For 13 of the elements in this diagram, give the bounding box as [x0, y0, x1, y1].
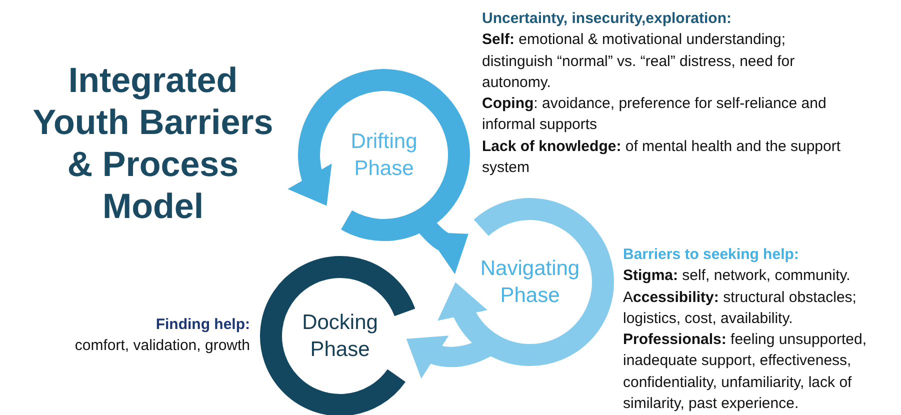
description-text: Lack of knowledge: of mental health and the support system	[482, 136, 842, 178]
section-heading: Barriers to seeking help:	[623, 245, 800, 265]
section-heading: Uncertainty, insecurity,exploration:	[482, 9, 732, 29]
section-heading: Finding help:	[154, 315, 250, 335]
description-text: Stigma: self, network, community.	[623, 266, 852, 286]
title: Integrated Youth Barriers & Process Model	[32, 60, 274, 228]
phase-label: Navigating Phase	[479, 256, 581, 309]
description-text: comfort, validation, growth	[74, 336, 250, 356]
description-text: Accessibility: structural obstacles; logistics, cost, availability.	[623, 288, 858, 329]
phase-label: Drifting Phase	[350, 129, 418, 182]
phase-label: Docking Phase	[301, 310, 379, 363]
description-text: Professionals: feeling unsupported, inadequate support, effectiveness, confidentiality, unfamiliarity, lack of similarity, past experience.	[623, 330, 868, 414]
description-text: Self: emotional & motivational understanding; distinguish “normal” vs. “real” distress, need for autonomy.	[482, 30, 796, 93]
